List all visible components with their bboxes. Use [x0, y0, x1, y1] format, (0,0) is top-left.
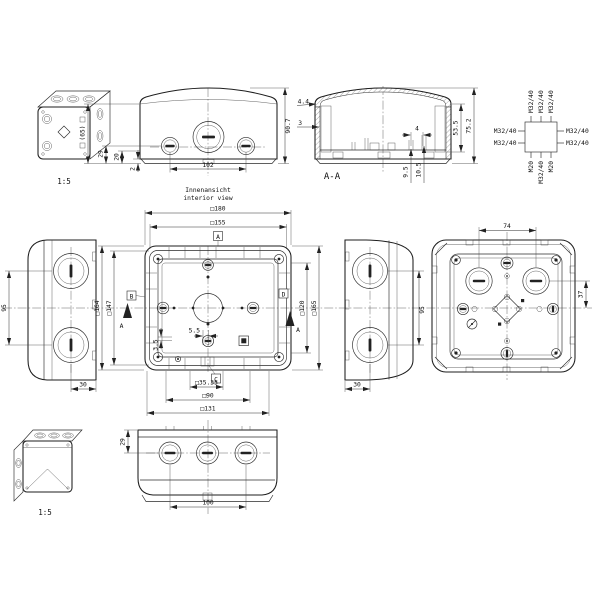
dim-102: 102: [202, 162, 214, 169]
interior-corner-screws: [153, 254, 284, 362]
section-floor-details: [332, 135, 435, 159]
view-side-left: 95 30: [1, 239, 97, 392]
dim-35-35: □35.35: [195, 380, 218, 387]
dim-90: □90: [202, 393, 214, 400]
dim-20-front: 20: [114, 153, 121, 161]
dim-29-bottom: 29: [120, 438, 127, 446]
centerlines: [3, 86, 592, 514]
dim-3: 3: [298, 120, 302, 127]
gland-label-left-1: M32/40: [494, 128, 517, 135]
dim-37: 37: [578, 291, 585, 299]
dim-95-left: 95: [1, 304, 8, 312]
svg-text:C: C: [214, 376, 218, 383]
view-front: 90.7 (65) 29 20 2 102 Innenansicht inter…: [80, 87, 292, 202]
dim-4-4: 4.4: [298, 99, 310, 106]
iso-bottom-knockouts: [15, 432, 74, 489]
dim-74: 74: [503, 223, 511, 230]
view-back: 74 37: [431, 223, 590, 373]
back-corner-marks: [434, 242, 573, 370]
dim-95-right: 95: [419, 306, 426, 314]
gland-ticks: [518, 116, 564, 158]
marker-c-box: C: [208, 365, 221, 384]
view-side-right: 95 30: [344, 239, 426, 392]
view-isometric-bottom: 1:5: [13, 429, 83, 517]
svg-text:A: A: [216, 234, 220, 241]
section-cut-arrow-left: A: [120, 303, 132, 330]
gland-label-bottom-3: M20: [548, 161, 555, 173]
section-cut-arrow-right: A: [285, 311, 300, 334]
gland-label-top-3: M32/40: [548, 90, 555, 113]
side-right-knockouts: [352, 253, 388, 363]
dim-53-5: 53.5: [453, 120, 460, 135]
dim-10-5: 10.5: [416, 162, 423, 177]
dim-131: □131: [200, 406, 215, 413]
dim-75-2: 75.2: [466, 118, 473, 133]
view-bottom: 29 100: [120, 426, 278, 510]
view-isometric-top: 1:5: [37, 90, 111, 186]
svg-text:D: D: [282, 291, 286, 298]
interior-features: [156, 259, 260, 367]
iso-top-knockouts: [50, 95, 104, 142]
marker-b-box: B: [126, 290, 146, 301]
gland-label-left-2: M32/40: [494, 140, 517, 147]
gland-label-bottom-1: M20: [528, 161, 535, 173]
bottom-top-ticks: [165, 426, 251, 430]
dim-65-ref: (65): [80, 125, 87, 140]
scale-label-top: 1:5: [57, 177, 71, 186]
gland-schematic: M32/40 M32/40 M32/40 M32/40 M32/40 M32/4…: [494, 90, 589, 184]
section-label: A-A: [324, 172, 341, 182]
svg-text:A: A: [120, 323, 124, 330]
caption-interior-view: interior view: [183, 195, 232, 202]
marker-a-box: A: [213, 231, 223, 246]
back-knockouts-large: [465, 267, 550, 295]
dim-100: 100: [202, 500, 214, 507]
back-corner-screws: [451, 255, 561, 358]
gland-label-top-1: M32/40: [528, 90, 535, 113]
scale-label-bottom: 1:5: [38, 508, 52, 517]
dim-29-front: 29: [98, 150, 105, 158]
view-interior: 5.5 3.5 A B D C A: [94, 206, 323, 416]
gland-label-right-1: M32/40: [566, 128, 589, 135]
svg-text:A: A: [296, 327, 300, 334]
marker-d-box: D: [278, 288, 289, 299]
dim-30-left: 30: [79, 382, 87, 389]
dim-3-5: 3.5: [153, 339, 160, 351]
view-section-aa: 4.4 3 4 9.5 10.5 53.5 75.2 A-A: [296, 87, 478, 183]
dim-5-5: 5.5: [189, 328, 201, 335]
bottom-knockouts: [158, 441, 258, 465]
dim-155: □155: [210, 220, 225, 227]
dim-120: □120: [299, 300, 306, 315]
side-left-knockouts: [53, 253, 89, 363]
dim-30-right: 30: [353, 382, 361, 389]
back-edge-tabs: [431, 239, 576, 373]
svg-text:B: B: [130, 293, 134, 300]
caption-innenansicht: Innenansicht: [185, 187, 231, 194]
dim-147: □147: [106, 300, 113, 315]
back-center-features: [457, 256, 559, 360]
dim-165: □165: [311, 300, 318, 315]
dim-2-front: 2: [130, 167, 137, 171]
dim-90-7: 90.7: [285, 118, 292, 133]
dim-4: 4: [415, 126, 419, 133]
dim-180: □180: [210, 206, 225, 213]
dim-164: □164: [94, 300, 101, 315]
gland-label-bottom-2: M32/40: [538, 161, 545, 184]
gland-label-top-2: M32/40: [538, 90, 545, 113]
gland-label-right-2: M32/40: [566, 140, 589, 147]
front-knockout-large: [192, 121, 225, 153]
dim-9-5: 9.5: [403, 166, 410, 178]
